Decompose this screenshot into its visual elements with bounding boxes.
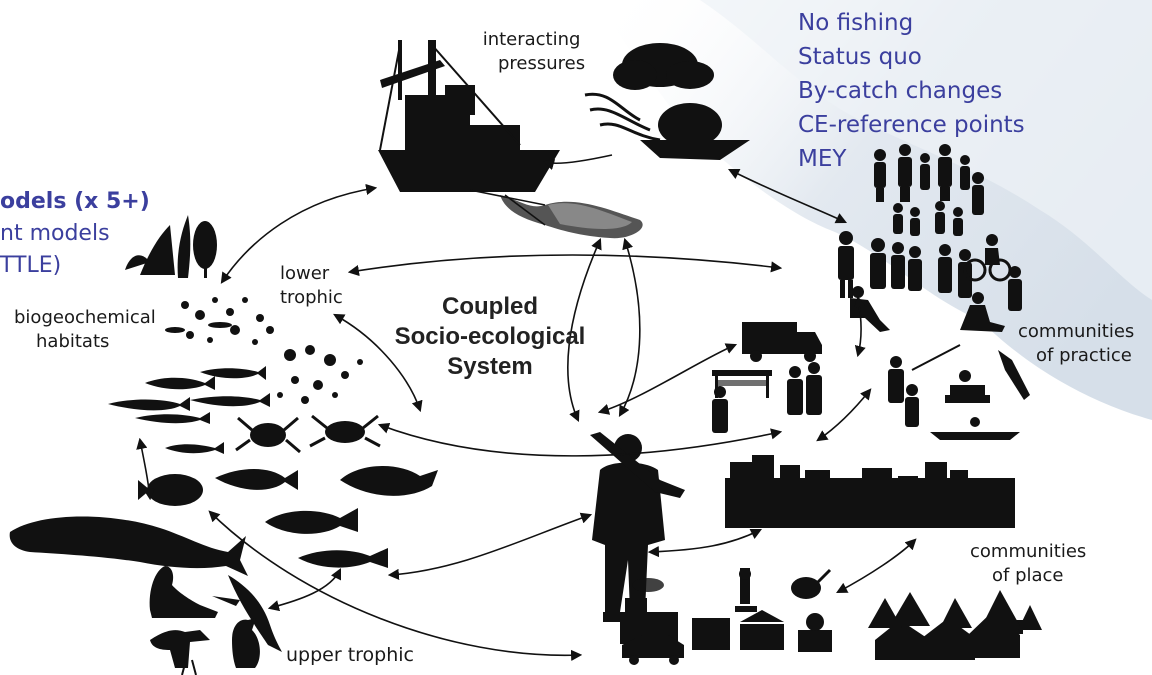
city-skyline-icon [725,455,1015,528]
label-interacting: interacting [482,29,581,50]
label-communities-of-place: communities of place [970,540,1086,588]
scenario-status-quo: Status quo [798,44,922,70]
hospital-icon [692,618,730,650]
models-line-2: nt models [0,221,110,246]
houses-icon [875,612,1023,660]
label-biogeochemical: biogeochemical [14,307,156,328]
center-title-line-1: Coupled [442,293,538,320]
arrow-trawler-kelp [220,183,378,284]
plankton-icon [165,297,363,404]
civic-building-icon [798,613,832,652]
arrow-fisherman-city [647,528,763,558]
whale-icon [9,516,248,576]
label-lower: lower [280,263,330,284]
arrow-place-houses [836,538,917,594]
arrow-trawler-fisherman [618,237,641,417]
label-habitats: habitats [36,331,110,352]
arrow-seabird-fish [267,567,342,612]
crab-icon [235,414,381,454]
label-of-place: of place [992,565,1064,586]
groundfish-icon [215,465,438,568]
car-icon [622,635,684,665]
models-list: odels (x 5+) nt models TTLE) [0,186,150,282]
trawler-icon [378,40,560,192]
factory-icon [620,578,678,644]
label-biogeochemical-habitats: biogeochemical habitats [14,306,156,354]
models-line-3: TTLE) [0,253,62,278]
label-pressures: pressures [498,53,586,74]
kelp-icon [125,215,217,278]
scenario-no-fishing: No fishing [798,10,914,36]
weather-cloud-icon [584,43,750,160]
arrow-crabs-cop [377,422,783,457]
label-upper-trophic: upper trophic [286,644,414,666]
arrow-plankton-crabs [333,313,423,413]
arrow-fish-fisherman [387,512,593,580]
scenario-ce-reference: CE-reference points [798,112,1025,138]
models-line-1: odels (x 5+) [0,189,150,214]
arrow-fisherman-truck [597,343,738,415]
bank-icon [740,610,784,650]
sea-lion-icon [149,566,218,618]
label-trophic: trophic [280,287,343,308]
center-title: Coupled Socio-ecological System [390,292,590,382]
arrow-flatfish-fisherman [208,510,583,661]
recreation-icon [888,344,1030,440]
arrow-weather-cop [727,168,848,224]
truck-icon [742,322,822,362]
label-communities-of-practice: communities of practice [1018,320,1134,368]
center-title-line-2: Socio-ecological [394,323,586,350]
scenario-mey: MEY [798,146,847,172]
fish-icon [108,366,270,454]
trees-icon [868,590,1042,630]
map-coast [700,0,1152,300]
arrow-lower-crowd [347,254,783,277]
arrow-fish-upper [136,437,155,501]
arrows [136,168,917,661]
fisherman-icon [590,432,685,622]
label-interacting-pressures: interacting pressures [478,28,585,76]
label-communities-1: communities [1018,321,1135,342]
label-lower-trophic: lower trophic [280,262,343,310]
scenario-bycatch: By-catch changes [798,78,1003,104]
label-communities-2: communities [970,541,1087,562]
arrow-city-cop [816,388,872,442]
scenario-list: No fishing Status quo By-catch changes C… [798,6,1025,176]
arrow-net-fisherman [567,237,602,423]
arrow-pressures-trawler [542,154,613,170]
center-title-line-3: System [447,353,533,380]
net-icon [469,189,643,239]
palette-icon [791,568,832,599]
label-of-practice: of practice [1036,345,1132,366]
arrow-cop-crowd [854,295,866,358]
cormorant-icon [150,630,210,675]
microscope-icon [735,568,757,612]
